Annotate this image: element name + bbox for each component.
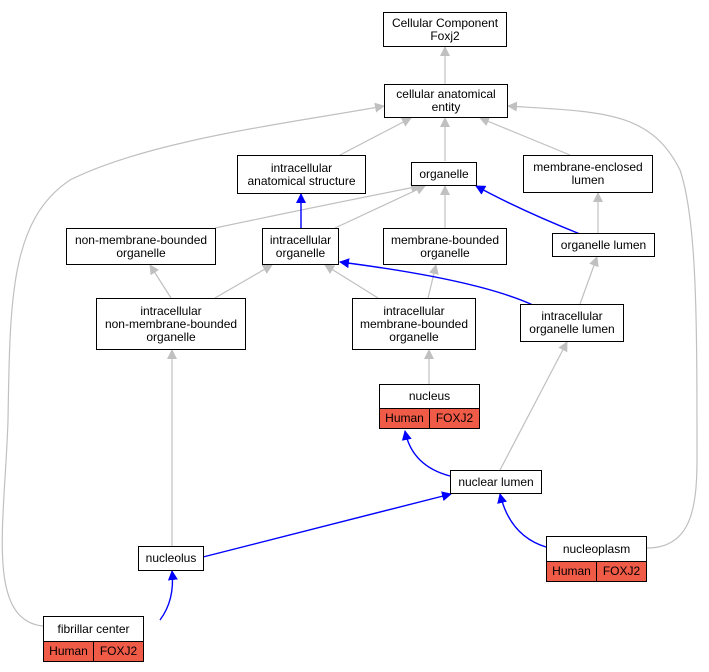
gene-cell: FOXJ2	[429, 409, 479, 428]
node-label: intracellular non-membrane-bounded organ…	[104, 303, 238, 344]
edge-nucleoplasm-nlumen	[497, 493, 547, 548]
species-cell: Human	[547, 562, 596, 581]
edge-nmbo-organelle	[214, 182, 421, 229]
node-label: intracellular anatomical structure	[247, 160, 356, 188]
node-cellular-component-foxj2[interactable]: Cellular Component Foxj2	[383, 12, 507, 47]
node-label: intracellular membrane-bounded organelle	[359, 303, 469, 344]
species-cell: Human	[380, 409, 429, 428]
edge-fc-nucleolus	[159, 570, 178, 621]
edge-ias-cae	[339, 117, 412, 156]
node-intracellular-non-membrane-bounded-organelle[interactable]: intracellular non-membrane-bounded organ…	[96, 298, 246, 350]
node-cellular-anatomical-entity[interactable]: cellular anatomical entity	[384, 84, 508, 118]
gene-cell: FOXJ2	[93, 642, 143, 661]
node-label: nucleoplasm	[562, 541, 631, 556]
edge-iol-ol	[579, 256, 599, 305]
node-fibrillar-center[interactable]: fibrillar center Human FOXJ2	[43, 616, 144, 662]
node-nucleoplasm[interactable]: nucleoplasm Human FOXJ2	[546, 536, 647, 582]
node-label: membrane-enclosed lumen	[533, 160, 643, 187]
node-non-membrane-bounded-organelle[interactable]: non-membrane-bounded organelle	[66, 228, 216, 265]
node-label: cellular anatomical entity	[396, 87, 496, 114]
node-label: nucleus	[408, 389, 451, 403]
node-nucleolus[interactable]: nucleolus	[138, 546, 204, 571]
node-intracellular-anatomical-structure[interactable]: intracellular anatomical structure	[237, 155, 366, 194]
edge-io-organelle	[334, 185, 426, 229]
node-organelle-lumen[interactable]: organelle lumen	[552, 233, 655, 257]
edge-nucleoplasm-cae	[507, 101, 698, 549]
edge-nlumen-iol	[499, 341, 568, 471]
species-cell: Human	[44, 642, 93, 661]
annotation-row: Human FOXJ2	[380, 408, 479, 428]
node-label: intracellular organelle lumen	[529, 309, 615, 336]
edge-nucleolus-nlumen	[202, 491, 452, 558]
node-label: Cellular Component Foxj2	[391, 15, 499, 43]
edge-imbo-mbo	[427, 264, 439, 299]
node-membrane-bounded-organelle[interactable]: membrane-bounded organelle	[383, 228, 507, 265]
node-intracellular-organelle[interactable]: intracellular organelle	[262, 228, 339, 265]
node-label: fibrillar center	[57, 621, 130, 636]
node-membrane-enclosed-lumen[interactable]: membrane-enclosed lumen	[523, 155, 653, 193]
annotation-row: Human FOXJ2	[547, 561, 646, 581]
edge-nlumen-nucleus	[401, 430, 451, 477]
gene-cell: FOXJ2	[596, 562, 646, 581]
node-nuclear-lumen[interactable]: nuclear lumen	[450, 470, 542, 494]
node-intracellular-membrane-bounded-organelle[interactable]: intracellular membrane-bounded organelle	[352, 298, 476, 350]
node-label: intracellular organelle	[269, 232, 332, 260]
edge-iol-io	[339, 258, 536, 307]
edge-inmbo-io	[214, 264, 273, 299]
edge-ol-organelle	[475, 185, 581, 235]
annotation-row: Human FOXJ2	[44, 641, 143, 661]
edge-fc-cae	[1, 102, 385, 627]
node-label: organelle	[419, 166, 469, 181]
edge-mel-cae	[479, 116, 571, 156]
edge-imbo-io	[324, 264, 379, 299]
node-organelle[interactable]: organelle	[411, 162, 477, 186]
node-nucleus[interactable]: nucleus Human FOXJ2	[379, 384, 480, 429]
node-intracellular-organelle-lumen[interactable]: intracellular organelle lumen	[520, 304, 624, 342]
node-label: membrane-bounded organelle	[390, 232, 500, 260]
node-label: non-membrane-bounded organelle	[74, 232, 208, 260]
node-label: organelle lumen	[560, 237, 647, 252]
node-label: nucleolus	[145, 551, 197, 565]
node-label: nuclear lumen	[458, 474, 534, 489]
edge-inmbo-nmbo	[149, 264, 172, 299]
